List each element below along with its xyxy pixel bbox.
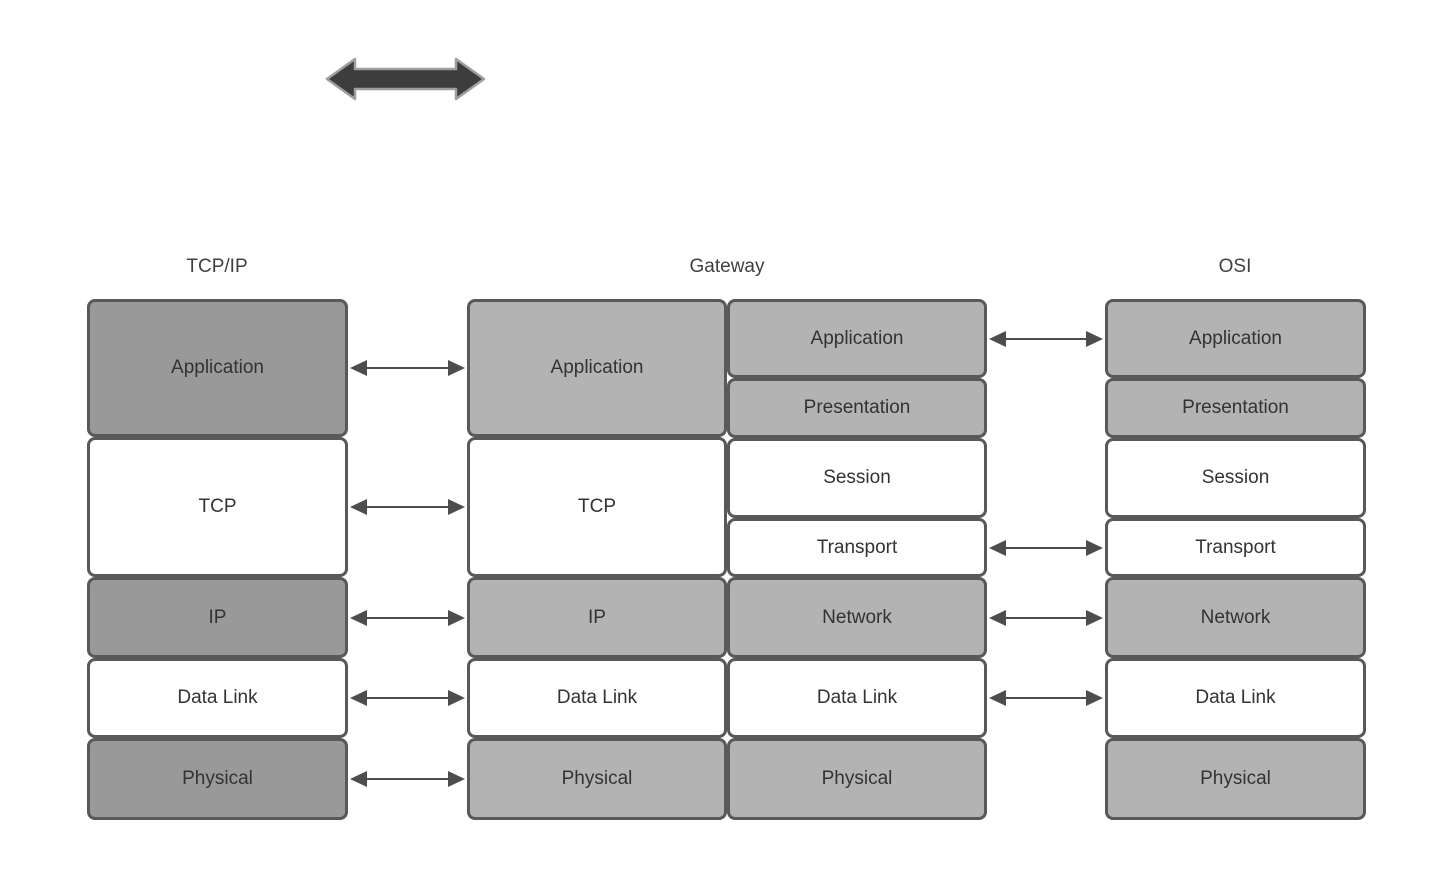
arrow-head-icon bbox=[350, 690, 367, 706]
layer-label: IP bbox=[208, 606, 227, 628]
arrow-shaft bbox=[362, 367, 453, 369]
arrow-shaft bbox=[362, 778, 453, 780]
layer-label: IP bbox=[588, 606, 606, 628]
layer-box-osi-network: Network bbox=[1105, 577, 1366, 658]
layer-label: Physical bbox=[821, 768, 893, 789]
layer-label: Physical bbox=[1200, 768, 1271, 789]
arrow-head-icon bbox=[350, 360, 367, 376]
layer-label: Session bbox=[1201, 467, 1270, 488]
layer-box-gateway-protocol-tcp: TCP bbox=[467, 437, 727, 577]
arrow-shaft bbox=[1001, 616, 1091, 619]
connection-arrow-gateway-osi-osi-application bbox=[988, 329, 1104, 349]
layer-box-gateway-osi-physical: Physical bbox=[727, 738, 987, 820]
layer-box-osi-session: Session bbox=[1105, 438, 1366, 518]
column-header-osi: OSI bbox=[1218, 256, 1252, 277]
arrow-head-icon bbox=[448, 690, 465, 706]
layer-label: Network bbox=[822, 606, 892, 628]
arrow-shaft bbox=[362, 697, 453, 699]
layer-label: Session bbox=[823, 467, 891, 488]
layer-box-gateway-protocol-data-link: Data Link bbox=[467, 658, 727, 738]
layer-label: Presentation bbox=[803, 397, 911, 418]
arrow-head-icon bbox=[989, 330, 1006, 347]
arrow-head-icon bbox=[989, 609, 1006, 626]
arrow-shaft bbox=[362, 506, 453, 508]
layer-label: Transport bbox=[1195, 536, 1276, 558]
layer-box-tcpip-physical: Physical bbox=[87, 738, 348, 820]
layer-label: Presentation bbox=[1182, 397, 1289, 418]
arrow-head-icon bbox=[350, 771, 367, 787]
arrow-head-icon bbox=[350, 499, 367, 515]
double-headed-arrow-shape bbox=[325, 57, 486, 101]
arrow-head-icon bbox=[350, 609, 367, 626]
layer-box-gateway-protocol-ip: IP bbox=[467, 577, 727, 658]
layer-box-gateway-osi-session: Session bbox=[727, 438, 987, 518]
layer-label: Application bbox=[1189, 327, 1282, 349]
layer-box-tcpip-ip: IP bbox=[87, 577, 348, 658]
connection-arrow-tcpip-gateway-protocol-ip bbox=[349, 608, 466, 628]
layer-label: Data Link bbox=[1195, 687, 1276, 708]
connection-arrow-tcpip-gateway-protocol-data-link bbox=[349, 688, 466, 708]
connection-arrow-gateway-osi-osi-data-link bbox=[988, 688, 1104, 708]
layer-label: TCP bbox=[578, 496, 616, 517]
arrow-shaft bbox=[1001, 546, 1091, 549]
layer-box-gateway-osi-presentation: Presentation bbox=[727, 378, 987, 438]
layer-box-osi-data-link: Data Link bbox=[1105, 658, 1366, 738]
arrow-shaft bbox=[1001, 337, 1091, 340]
layer-label: Data Link bbox=[177, 687, 258, 708]
arrow-head-icon bbox=[448, 609, 465, 626]
layer-label: Application bbox=[171, 357, 264, 378]
layer-box-gateway-osi-data-link: Data Link bbox=[727, 658, 987, 738]
connection-arrow-gateway-osi-osi-network bbox=[988, 608, 1104, 628]
connection-arrow-tcpip-gateway-protocol-physical bbox=[349, 769, 466, 789]
layer-box-osi-application: Application bbox=[1105, 299, 1366, 378]
layer-box-osi-transport: Transport bbox=[1105, 518, 1366, 577]
layer-box-gateway-osi-transport: Transport bbox=[727, 518, 987, 577]
arrow-head-icon bbox=[448, 771, 465, 787]
layer-label: Data Link bbox=[816, 687, 898, 708]
column-header-tcpip: TCP/IP bbox=[186, 256, 248, 277]
connection-arrow-gateway-osi-osi-transport bbox=[988, 538, 1104, 558]
arrow-shaft bbox=[1001, 697, 1091, 699]
connection-arrow-tcpip-gateway-protocol-application bbox=[349, 358, 466, 378]
layer-box-osi-physical: Physical bbox=[1105, 738, 1366, 820]
arrow-head-icon bbox=[1086, 609, 1103, 626]
layer-box-gateway-protocol-application: Application bbox=[467, 299, 727, 437]
layer-label: Network bbox=[1200, 606, 1271, 628]
arrow-head-icon bbox=[448, 360, 465, 376]
double-headed-arrow-icon bbox=[325, 57, 486, 101]
layer-box-gateway-osi-application: Application bbox=[727, 299, 987, 378]
layer-box-tcpip-application: Application bbox=[87, 299, 348, 437]
layer-label: TCP bbox=[198, 496, 237, 517]
layer-label: Physical bbox=[182, 768, 253, 789]
arrow-head-icon bbox=[1086, 330, 1103, 347]
layer-label: Application bbox=[810, 327, 904, 349]
arrow-shaft bbox=[362, 616, 453, 619]
layer-box-tcpip-tcp: TCP bbox=[87, 437, 348, 577]
layer-label: Transport bbox=[816, 536, 898, 558]
connection-arrow-tcpip-gateway-protocol-tcp bbox=[349, 497, 466, 517]
layer-box-osi-presentation: Presentation bbox=[1105, 378, 1366, 438]
layer-box-gateway-protocol-physical: Physical bbox=[467, 738, 727, 820]
arrow-head-icon bbox=[448, 499, 465, 515]
layer-box-gateway-osi-network: Network bbox=[727, 577, 987, 658]
layer-label: Application bbox=[550, 357, 644, 378]
layer-box-tcpip-data-link: Data Link bbox=[87, 658, 348, 738]
layer-label: Data Link bbox=[556, 687, 638, 708]
layer-label: Physical bbox=[561, 768, 633, 789]
arrow-head-icon bbox=[989, 690, 1006, 706]
column-header-gateway: Gateway bbox=[689, 256, 765, 277]
arrow-head-icon bbox=[1086, 690, 1103, 706]
arrow-head-icon bbox=[989, 539, 1006, 556]
arrow-head-icon bbox=[1086, 539, 1103, 556]
